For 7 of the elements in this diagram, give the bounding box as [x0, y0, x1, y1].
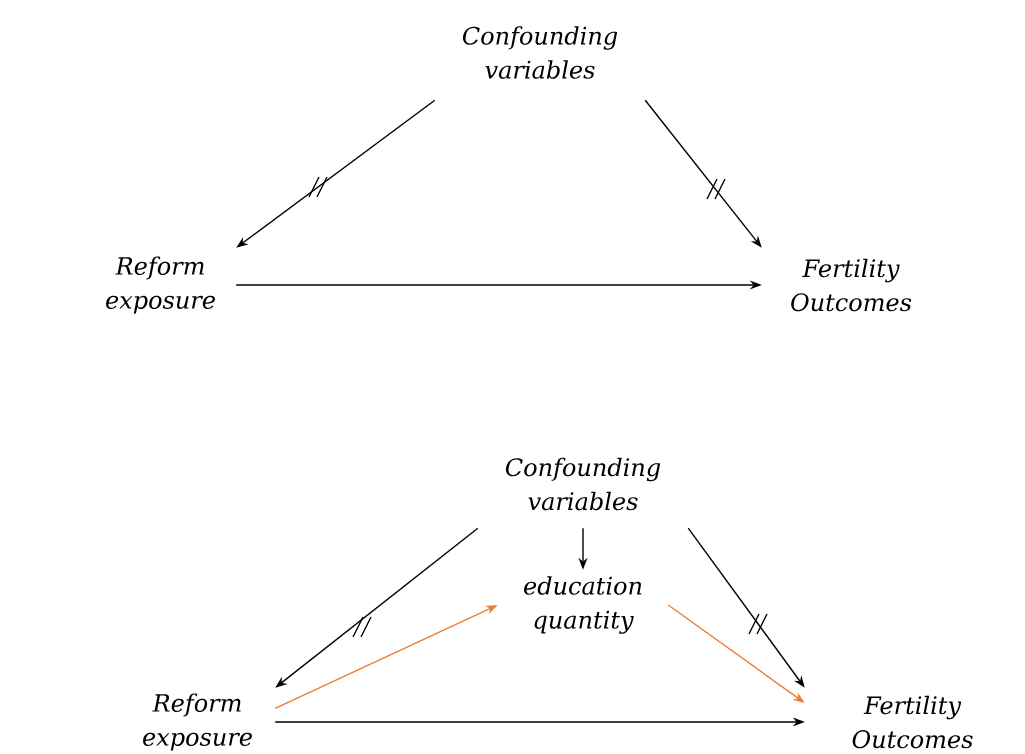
- node-label: Fertility Outcomes: [791, 258, 912, 312]
- node-label: Confounding variables: [462, 26, 618, 79]
- node-label: Confounding variables: [505, 457, 661, 511]
- node-label: Fertility Outcomes: [852, 695, 973, 749]
- node-label: Reform exposure: [143, 693, 252, 751]
- node-label: education quantity: [524, 576, 642, 634]
- node-label: Reform exposure: [106, 256, 215, 314]
